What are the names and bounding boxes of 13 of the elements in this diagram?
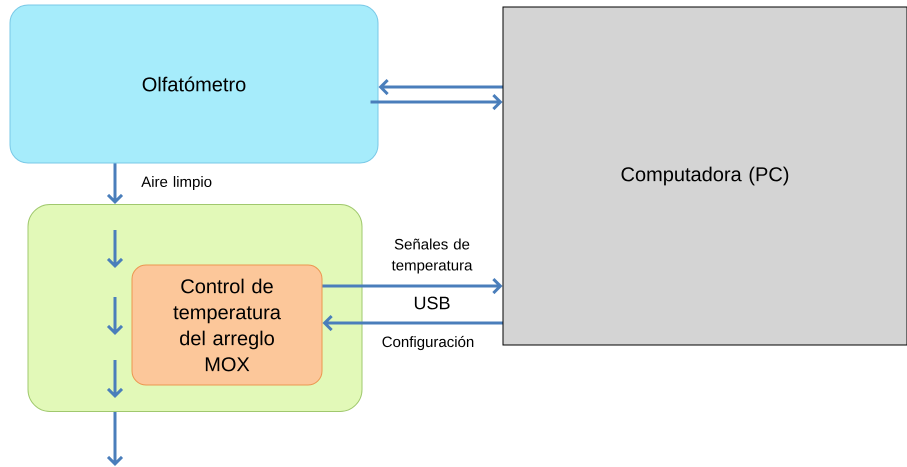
computer-box: Computadora (PC) — [502, 6, 907, 346]
arrow — [378, 78, 502, 96]
arrow — [106, 412, 124, 466]
arrow — [106, 164, 124, 204]
edge-label: Señales de temperatura — [392, 238, 472, 274]
edge-label: Aire limpio — [141, 176, 212, 190]
arrow — [322, 314, 502, 332]
arrow — [322, 278, 502, 294]
arrow — [370, 94, 502, 110]
connection-label: USB — [414, 296, 450, 310]
control-box: Control de temperatura del arreglo MOX — [132, 264, 322, 386]
device-box: Olfatómetro — [10, 4, 378, 164]
edge-label: Configuración — [382, 336, 474, 350]
